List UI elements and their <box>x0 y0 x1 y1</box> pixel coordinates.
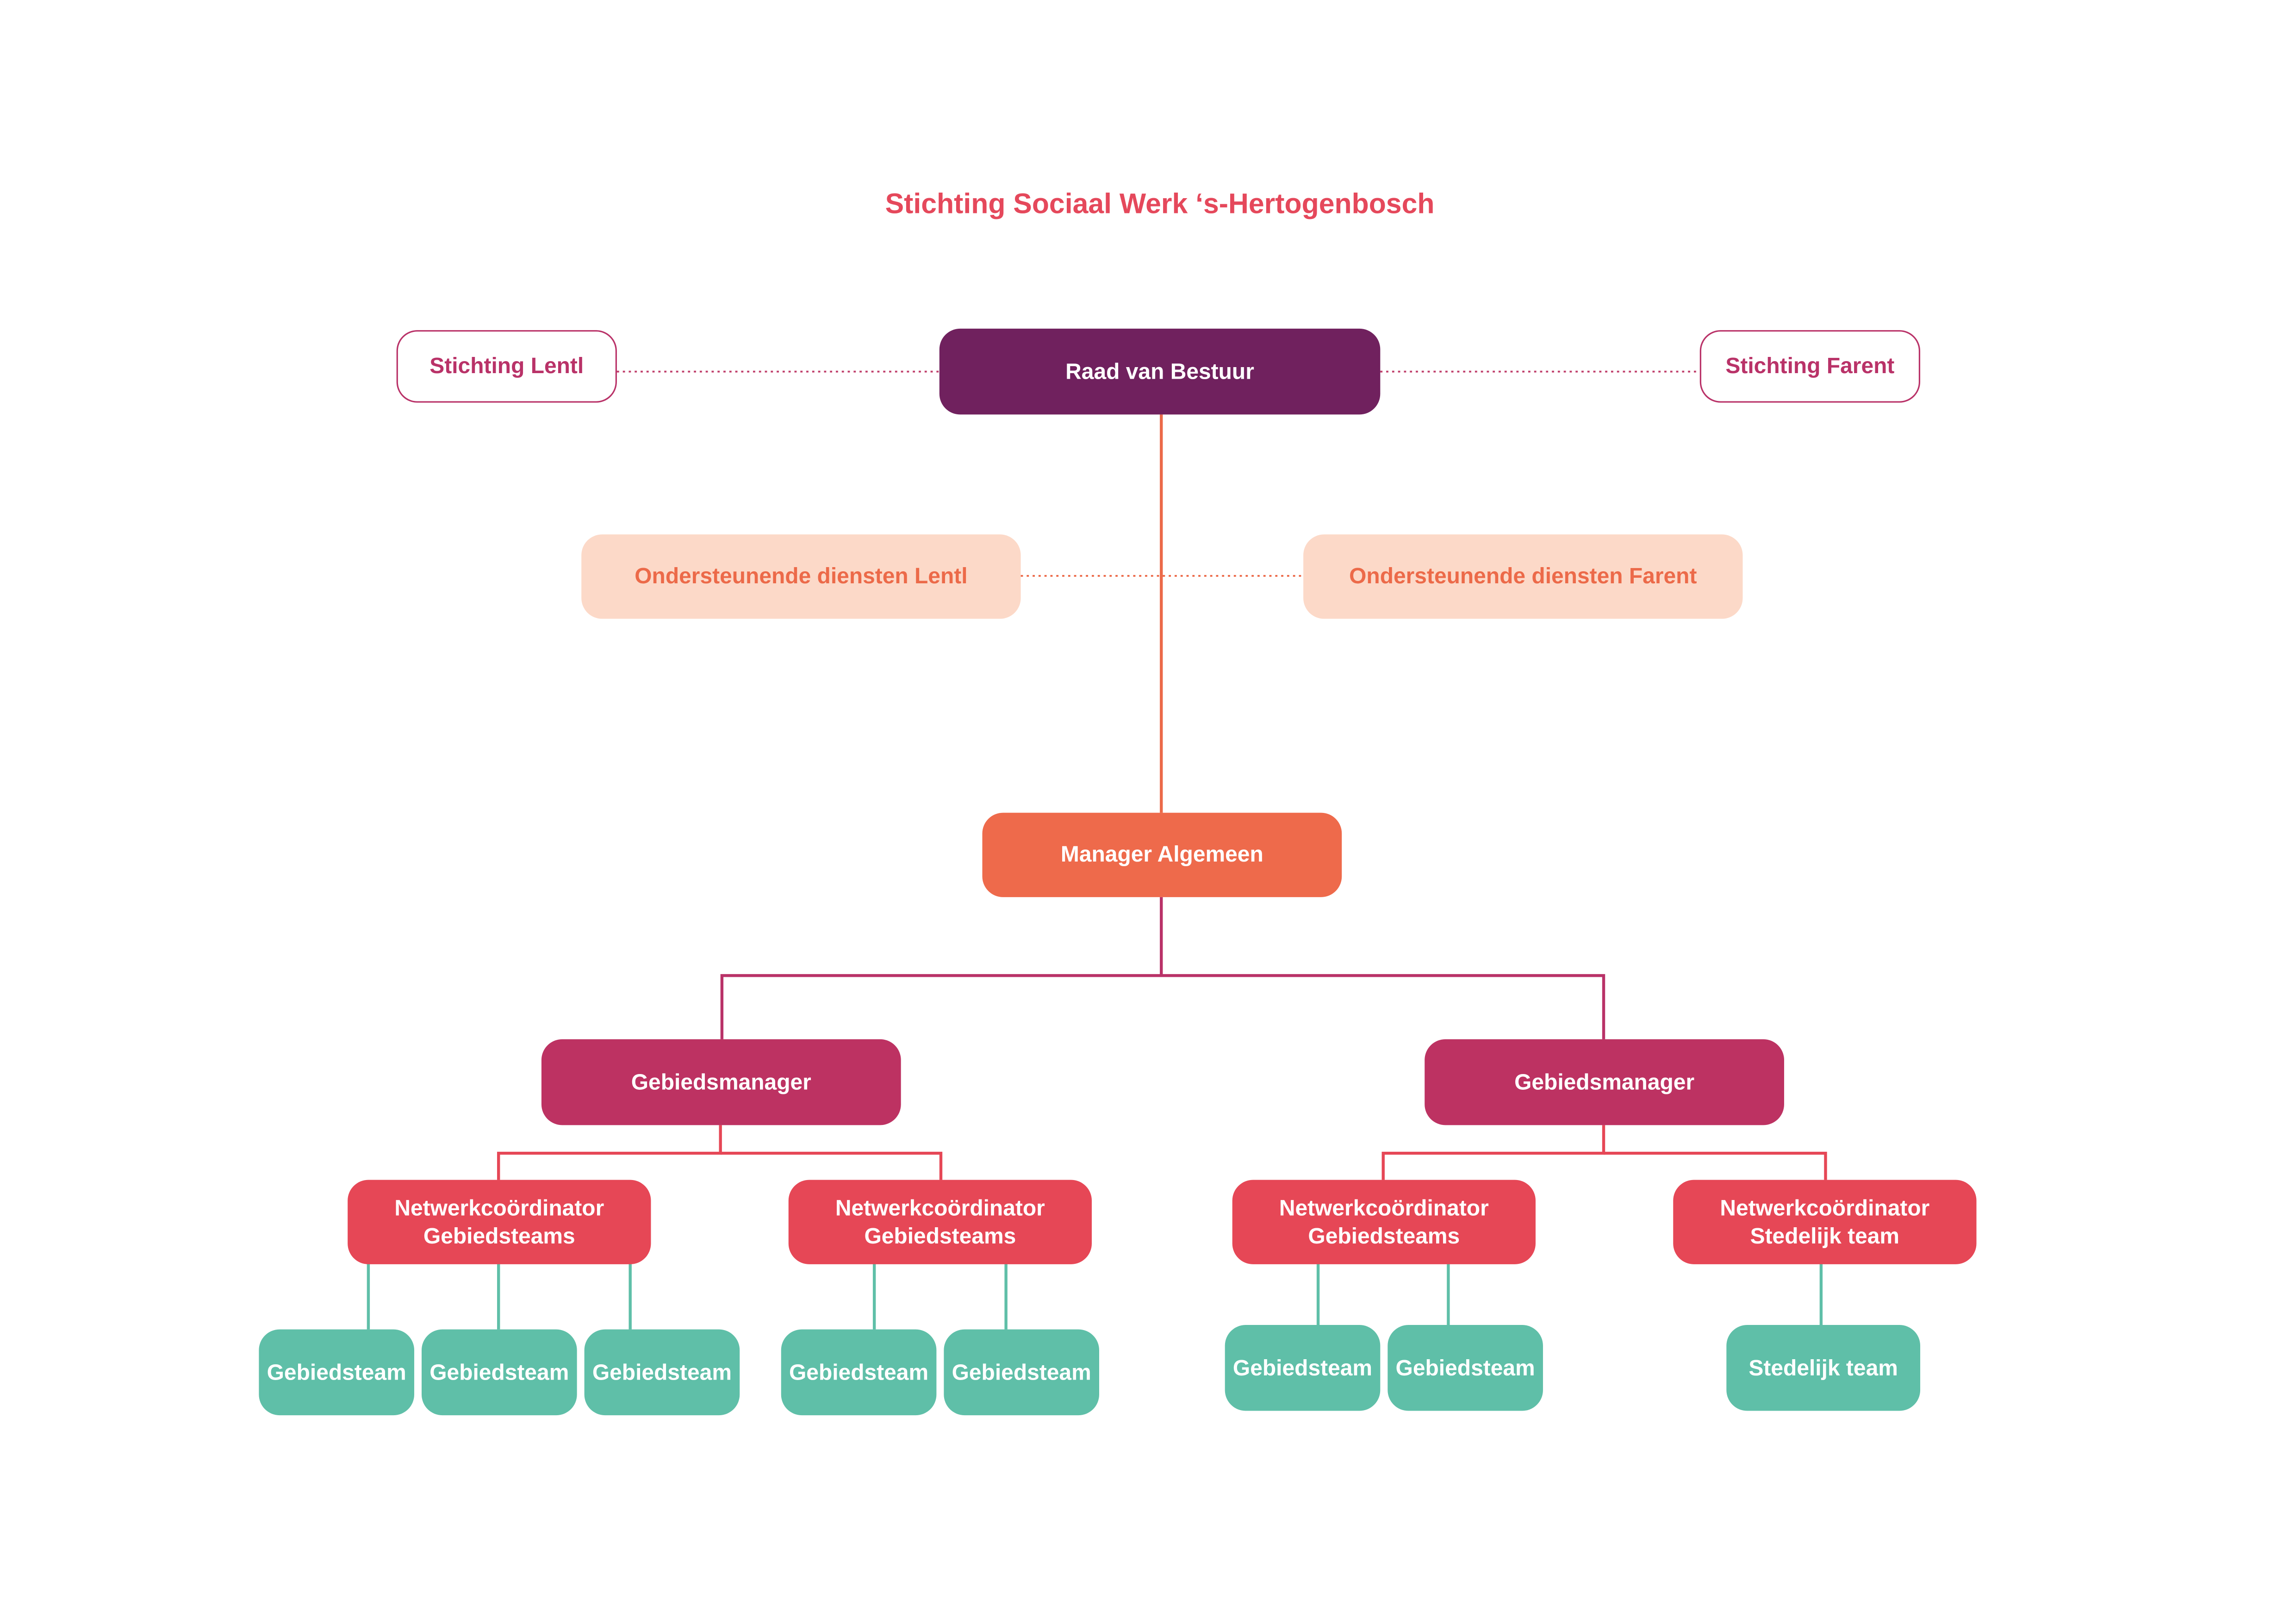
support-farent: Ondersteunende diensten Farent <box>1303 534 1743 619</box>
team-node: Gebiedsteam <box>1225 1325 1381 1411</box>
foundation-farent: Stichting Farent <box>1699 330 1921 403</box>
team-node: Gebiedsteam <box>1388 1325 1543 1411</box>
connector-area-coord-4 <box>1604 1151 1827 1180</box>
area-manager-left: Gebiedsmanager <box>541 1039 901 1125</box>
team-node: Gebiedsteam <box>422 1329 577 1416</box>
connector-area-coord-1 <box>497 1125 722 1180</box>
coordinator-scope: Stedelijk team <box>1750 1223 1900 1249</box>
team-node: Gebiedsteam <box>259 1329 415 1416</box>
connector-manager-area-left <box>720 897 1163 1039</box>
connector-area-coord-3 <box>1381 1125 1605 1180</box>
team-node: Stedelijk team <box>1726 1325 1921 1411</box>
coordinator-title: Netwerkcoördinator <box>1720 1195 1930 1221</box>
coordinator-node: Netwerkcoördinator Stedelijk team <box>1673 1180 1977 1264</box>
team-node: Gebiedsteam <box>944 1329 1099 1416</box>
general-manager-node: Manager Algemeen <box>982 812 1342 897</box>
board-node: Raad van Bestuur <box>939 328 1381 415</box>
coordinator-node: Netwerkcoördinator Gebiedsteams <box>348 1180 651 1264</box>
chart-title: Stichting Sociaal Werk ‘s-Hertogenbosch <box>885 189 1435 221</box>
team-node: Gebiedsteam <box>584 1329 740 1416</box>
coordinator-scope: Gebiedsteams <box>1308 1223 1460 1249</box>
coordinator-title: Netwerkcoördinator <box>394 1195 604 1221</box>
coordinator-node: Netwerkcoördinator Gebiedsteams <box>1232 1180 1536 1264</box>
area-manager-right: Gebiedsmanager <box>1425 1039 1784 1125</box>
foundation-lentl: Stichting Lentl <box>396 330 617 403</box>
coordinator-title: Netwerkcoördinator <box>1279 1195 1489 1221</box>
coordinator-scope: Gebiedsteams <box>423 1223 575 1249</box>
coordinator-scope: Gebiedsteams <box>864 1223 1016 1249</box>
connector-manager-area-right <box>1161 974 1605 1039</box>
team-node: Gebiedsteam <box>781 1329 937 1416</box>
support-lentl: Ondersteunende diensten Lentl <box>581 534 1021 619</box>
connector-area-coord-2 <box>720 1151 943 1180</box>
coordinator-title: Netwerkcoördinator <box>835 1195 1045 1221</box>
coordinator-node: Netwerkcoördinator Gebiedsteams <box>788 1180 1092 1264</box>
